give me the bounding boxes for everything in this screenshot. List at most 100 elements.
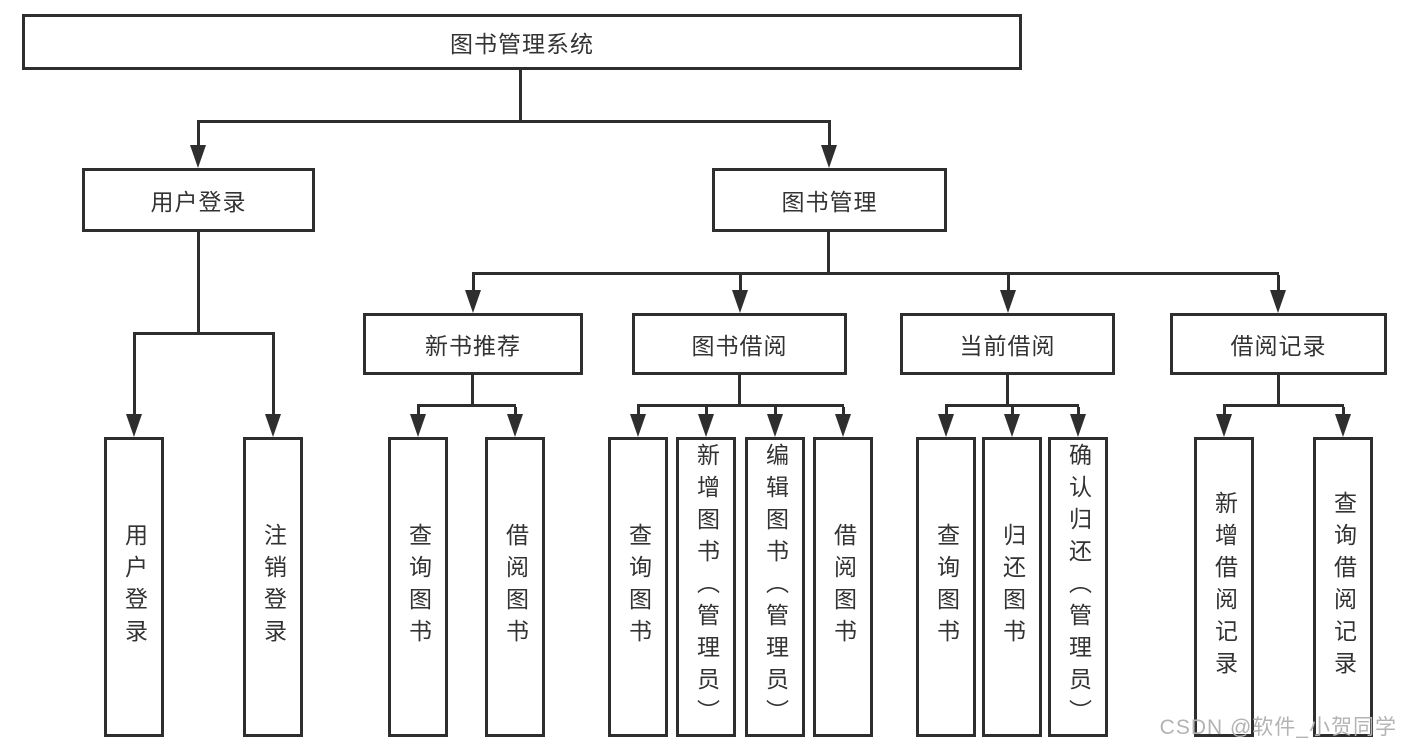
arrow-head-icon	[1000, 290, 1016, 313]
arrow-head-icon	[938, 414, 954, 437]
leaf-user-login-label: 用户登录	[121, 523, 148, 651]
arrow-stem	[1076, 407, 1080, 414]
arrow-to-leaf-login	[126, 335, 142, 437]
node-root: 图书管理系统	[22, 14, 1022, 70]
arrow-sec3-leaf3	[1070, 407, 1086, 437]
arrow-head-icon	[1216, 414, 1232, 437]
node-root-label: 图书管理系统	[450, 31, 594, 57]
arrow-stem	[1222, 407, 1226, 414]
leaf-rec-query-book-label: 查询图书	[405, 523, 432, 651]
arrow-stem	[416, 407, 420, 414]
connector-sec4-branch	[1223, 404, 1344, 407]
arrow-stem	[1276, 275, 1280, 290]
connector-root-branch	[197, 120, 831, 123]
node-book-mgmt-label: 图书管理	[781, 189, 878, 215]
leaf-add-book-admin: 新增图书（管理员）	[676, 437, 736, 737]
arrow-to-new-book-rec	[465, 275, 481, 313]
arrow-head-icon	[507, 414, 523, 437]
leaf-logout: 注销登录	[243, 437, 303, 737]
leaf-user-login: 用户登录	[104, 437, 164, 737]
arrow-stem	[132, 335, 136, 414]
arrow-sec4-leaf2	[1335, 407, 1351, 437]
arrow-head-icon	[1004, 414, 1020, 437]
arrow-sec2-leaf1	[630, 407, 646, 437]
leaf-borrow-query-book: 查询图书	[608, 437, 668, 737]
arrow-head-icon	[767, 414, 783, 437]
leaf-rec-borrow-book: 借阅图书	[485, 437, 545, 737]
connector-user-branch	[133, 332, 275, 335]
leaf-confirm-return-admin-label: 确认归还（管理员）	[1065, 443, 1092, 731]
arrow-to-borrow-record	[1270, 275, 1286, 313]
connector-sec2-stem	[738, 375, 741, 406]
arrow-head-icon	[1335, 414, 1351, 437]
node-borrow-record: 借阅记录	[1170, 313, 1387, 375]
connector-sec1-stem	[471, 375, 474, 406]
arrow-stem	[636, 407, 640, 414]
leaf-rec-query-book: 查询图书	[388, 437, 448, 737]
arrow-head-icon	[630, 414, 646, 437]
leaf-confirm-return-admin: 确认归还（管理员）	[1048, 437, 1108, 737]
arrow-head-icon	[265, 414, 281, 437]
leaf-rec-borrow-book-label: 借阅图书	[502, 523, 529, 651]
arrow-stem	[1010, 407, 1014, 414]
arrow-sec3-leaf2	[1004, 407, 1020, 437]
leaf-add-borrow-record: 新增借阅记录	[1194, 437, 1254, 737]
arrow-sec3-leaf1	[938, 407, 954, 437]
node-book-borrow-label: 图书借阅	[691, 333, 788, 359]
node-new-book-rec: 新书推荐	[363, 313, 583, 375]
leaf-return-book-label: 归还图书	[999, 523, 1026, 651]
arrow-to-current-borrow	[1000, 275, 1016, 313]
arrow-sec2-leaf4	[835, 407, 851, 437]
arrow-head-icon	[698, 414, 714, 437]
leaf-borrow-book-label: 借阅图书	[830, 523, 857, 651]
connector-sec3-branch	[945, 404, 1079, 407]
node-borrow-record-label: 借阅记录	[1230, 333, 1327, 359]
arrow-sec2-leaf3	[767, 407, 783, 437]
arrow-head-icon	[1270, 290, 1286, 313]
node-book-borrow: 图书借阅	[632, 313, 847, 375]
connector-sec3-stem	[1006, 375, 1009, 406]
arrow-head-icon	[190, 145, 206, 168]
arrow-stem	[1341, 407, 1345, 414]
arrow-to-book-mgmt	[821, 123, 837, 168]
node-user-login-label: 用户登录	[150, 189, 247, 215]
arrow-head-icon	[410, 414, 426, 437]
node-current-borrow: 当前借阅	[900, 313, 1115, 375]
leaf-query-borrow-record: 查询借阅记录	[1313, 437, 1373, 737]
connector-sec2-branch	[637, 404, 844, 407]
arrow-stem	[738, 275, 742, 290]
connector-book-branch	[472, 272, 1279, 275]
arrow-stem	[196, 123, 200, 145]
arrow-head-icon	[126, 414, 142, 437]
arrow-to-user-login	[190, 123, 206, 168]
leaf-edit-book-admin-label: 编辑图书（管理员）	[762, 443, 789, 731]
leaf-return-book: 归还图书	[982, 437, 1042, 737]
arrow-head-icon	[732, 290, 748, 313]
arrow-head-icon	[821, 145, 837, 168]
arrow-stem	[513, 407, 517, 414]
arrow-stem	[271, 335, 275, 414]
arrow-stem	[827, 123, 831, 145]
csdn-watermark: CSDN @软件_小贺同学	[1159, 716, 1397, 739]
arrow-head-icon	[835, 414, 851, 437]
arrow-stem	[1006, 275, 1010, 290]
node-book-mgmt: 图书管理	[712, 168, 947, 232]
leaf-current-query-book-label: 查询图书	[933, 523, 960, 651]
leaf-add-book-admin-label: 新增图书（管理员）	[693, 443, 720, 731]
leaf-borrow-book: 借阅图书	[813, 437, 873, 737]
arrow-stem	[471, 275, 475, 290]
arrow-sec1-leaf1	[410, 407, 426, 437]
connector-user-stem	[197, 232, 200, 334]
leaf-edit-book-admin: 编辑图书（管理员）	[745, 437, 805, 737]
arrow-head-icon	[1070, 414, 1086, 437]
arrow-stem	[773, 407, 777, 414]
arrow-to-leaf-logout	[265, 335, 281, 437]
arrow-sec2-leaf2	[698, 407, 714, 437]
node-current-borrow-label: 当前借阅	[959, 333, 1056, 359]
leaf-borrow-query-book-label: 查询图书	[625, 523, 652, 651]
arrow-stem	[704, 407, 708, 414]
connector-sec4-stem	[1277, 375, 1280, 406]
connector-root-stem	[519, 70, 522, 121]
leaf-current-query-book: 查询图书	[916, 437, 976, 737]
node-new-book-rec-label: 新书推荐	[425, 333, 521, 359]
